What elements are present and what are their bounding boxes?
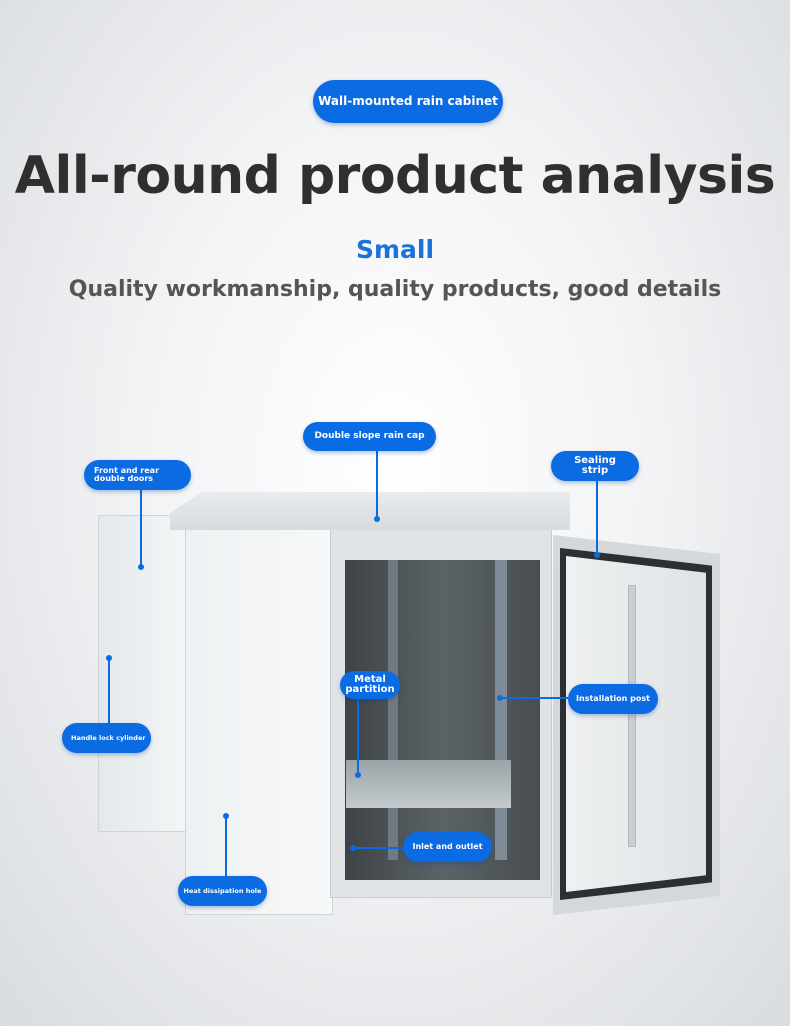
post-marker: [497, 695, 503, 701]
callout-sealing: Sealing strip: [551, 451, 639, 481]
subtitle: Quality workmanship, quality products, g…: [68, 277, 722, 302]
sealing-marker: [594, 552, 600, 558]
lock-marker: [106, 655, 112, 661]
highlight-text: Small: [355, 235, 435, 264]
callout-post: Installation post: [568, 684, 658, 714]
callout-heat: Heat dissipation hole: [178, 876, 267, 906]
rack-rail-right: [495, 560, 507, 860]
callout-inlet: Inlet and outlet: [403, 832, 492, 862]
rear-door: [98, 515, 189, 832]
metal-shelf: [346, 760, 511, 808]
inlet-marker: [350, 845, 356, 851]
partition-marker: [355, 772, 361, 778]
callout-rain-cap: Double slope rain cap: [303, 422, 436, 451]
page-title: All-round product analysis: [14, 146, 776, 206]
door-inner-panel: [566, 556, 706, 892]
doors-marker: [138, 564, 144, 570]
callout-partition: Metal partition: [340, 671, 400, 699]
callout-doors: Front and rear double doors: [84, 460, 191, 490]
cabinet-side: [185, 528, 333, 915]
callout-lock: Handle lock cylinder: [62, 723, 151, 753]
rack-rail-left: [388, 560, 398, 860]
door-bar: [628, 585, 636, 847]
rain-cap-marker: [374, 516, 380, 522]
cabinet-interior: [345, 560, 540, 880]
heat-marker: [223, 813, 229, 819]
product-type-badge: Wall-mounted rain cabinet: [313, 80, 503, 123]
rain-cap: [170, 492, 570, 530]
